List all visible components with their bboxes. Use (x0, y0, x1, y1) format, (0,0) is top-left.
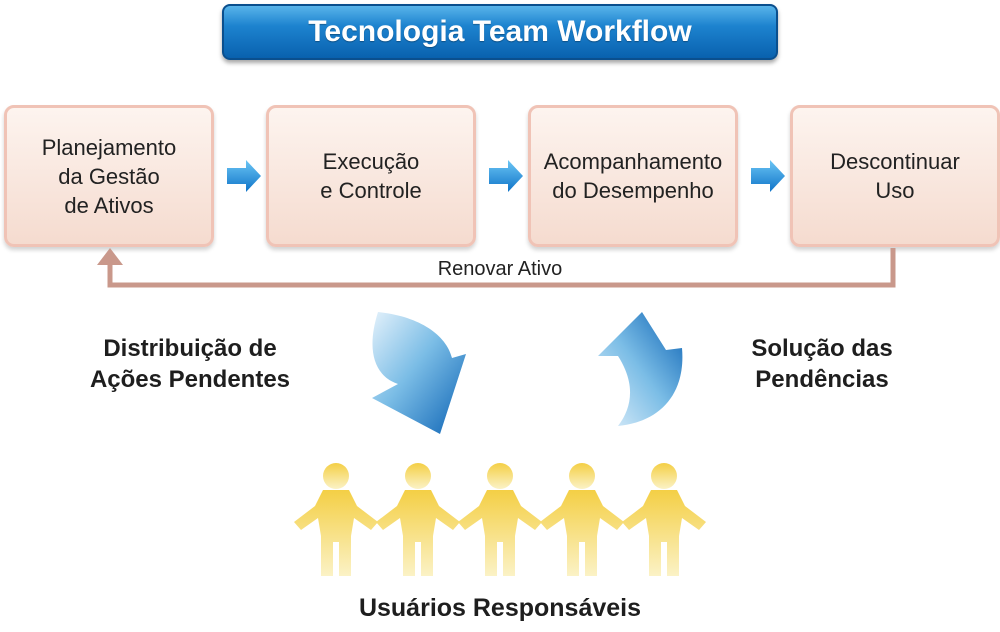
step-box-discontinue: Descontinuar Uso (790, 105, 1000, 247)
person-icon (540, 463, 624, 576)
left-label: Distribuição de Ações Pendentes (89, 335, 291, 393)
curved-down-arrow-icon (372, 312, 466, 434)
step-box-planning: Planejamento da Gestão de Ativos (4, 105, 214, 247)
person-icon (458, 463, 542, 576)
right-arrow-icon (751, 160, 785, 192)
person-icon (376, 463, 460, 576)
right-arrow-icon (227, 160, 261, 192)
step-label: Acompanhamento do Desempenho (543, 149, 723, 203)
step-box-monitoring: Acompanhamento do Desempenho (528, 105, 738, 247)
person-icon (294, 463, 378, 576)
step-label: Descontinuar Uso (830, 149, 960, 203)
feedback-loop-arrow (97, 248, 896, 288)
feedback-label: Renovar Ativo (437, 258, 563, 280)
step-label: Planejamento da Gestão de Ativos (41, 134, 177, 218)
step-box-execution: Execução e Controle (266, 105, 476, 247)
step-label: Execução e Controle (320, 149, 422, 203)
bottom-label: Usuários Responsáveis (358, 594, 642, 622)
person-icon (622, 463, 706, 576)
curved-up-arrow-icon (598, 312, 683, 426)
right-arrow-icon (489, 160, 523, 192)
title-banner: Tecnologia Team Workflow (222, 4, 778, 60)
diagram-title: Tecnologia Team Workflow (308, 15, 692, 48)
right-label: Solução das Pendências (751, 335, 893, 393)
